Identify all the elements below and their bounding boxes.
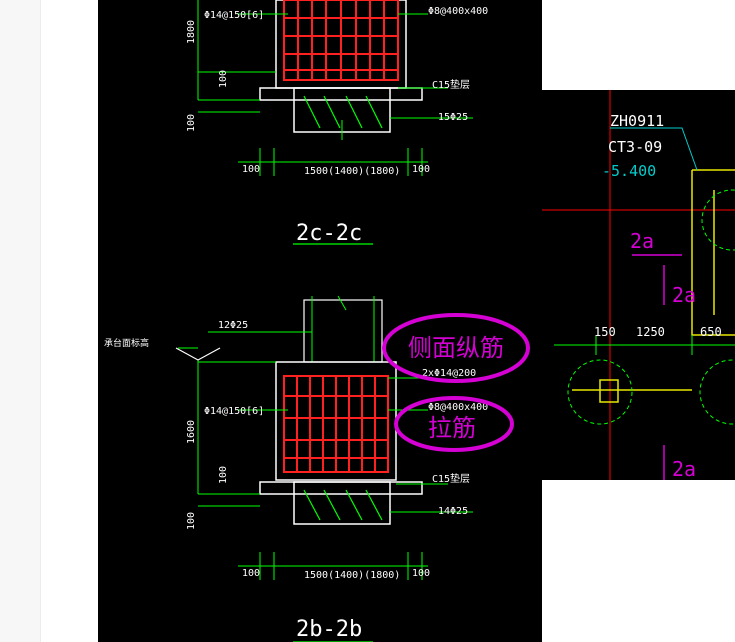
dim-1250: 1250: [636, 325, 665, 339]
tie-label-2b: Φ8@400x400: [428, 402, 488, 413]
foundation-hatch: [303, 95, 383, 129]
dim-lines-2b: [178, 331, 473, 580]
zh-code: ZH0911: [610, 112, 664, 130]
dim-left-2c: 100: [242, 164, 260, 175]
bottom-bars-2c: 15Φ25: [438, 112, 468, 123]
width-label-2c: 1500(1400)(1800): [304, 166, 400, 177]
annotation-side-rebar: 侧面纵筋: [382, 313, 530, 383]
section-title-2c: 2c-2c: [296, 221, 362, 246]
section-label-2a-vertical: 2a: [672, 283, 696, 307]
section-title-2b: 2b-2b: [296, 617, 362, 642]
dim-lines-2c: [197, 0, 473, 176]
pile-cap-outline: [572, 169, 735, 403]
section-markers: [632, 254, 682, 480]
dim-650: 650: [700, 325, 722, 339]
annotation-tie-bar: 拉筋: [394, 396, 514, 452]
dim-100b-2b: 100: [186, 512, 197, 530]
annotation-tie-bar-text: 拉筋: [428, 414, 476, 442]
dim-100b-2c: 100: [186, 114, 197, 132]
rebar-cage: [283, 0, 399, 81]
page-margin: [0, 0, 41, 642]
section-label-2a-top: 2a: [630, 229, 654, 253]
dim-100a-2c: 100: [218, 70, 229, 88]
stirrup-label-2c: Φ14@150[6]: [204, 10, 264, 21]
cushion-label-2b: C15垫层: [432, 472, 470, 485]
dim-150: 150: [594, 325, 616, 339]
column-stub: [303, 299, 383, 363]
pile-circles: [567, 189, 735, 425]
dim-height-2b: 1600: [186, 420, 197, 444]
annotation-ellipse: [382, 313, 530, 383]
dim-right-2b: 100: [412, 568, 430, 579]
dim-100a-2b: 100: [218, 466, 229, 484]
cad-drawing-left: Φ14@150[6] Φ8@400x400 1800 100 100 C15垫层…: [98, 0, 542, 642]
ct-code: CT3-09: [608, 138, 662, 156]
axis-lines: [542, 90, 735, 480]
stirrup-label-2b: Φ14@150[6]: [204, 406, 264, 417]
column-stub-rebar: [311, 295, 375, 362]
foundation-block-2b: [293, 481, 391, 525]
dim-right-2c: 100: [412, 164, 430, 175]
cad-drawing-right: ZH0911 CT3-09 -5.400 2a 2a 150 1250 650 …: [542, 90, 735, 480]
foundation-hatch-2b: [303, 489, 383, 521]
top-bars-2b: 12Φ25: [218, 320, 248, 331]
cushion-label-2c: C15垫层: [432, 78, 470, 91]
annotation-ellipse: [394, 396, 514, 452]
tie-label-2c: Φ8@400x400: [428, 6, 488, 17]
section-2b-2b: 12Φ25 承台面标高 2xΦ14@200 Φ8@400x400 Φ14@150…: [104, 295, 488, 642]
rebar-cage-2b: [283, 375, 389, 473]
side-bars-label: 2xΦ14@200: [422, 368, 476, 379]
dim-height-2c: 1800: [186, 20, 197, 44]
cad-canvas-left: Φ14@150[6] Φ8@400x400 1800 100 100 C15垫层…: [104, 0, 530, 642]
base-slab: [259, 87, 423, 101]
ground-label: 承台面标高: [104, 337, 149, 349]
bottom-bars-2b: 14Φ25: [438, 506, 468, 517]
leader-line: [610, 127, 698, 171]
width-label-2b: 1500(1400)(1800): [304, 570, 400, 581]
annotation-side-rebar-text: 侧面纵筋: [408, 334, 504, 362]
dim-left-2b: 100: [242, 568, 260, 579]
cad-canvas-right: ZH0911 CT3-09 -5.400 2a 2a 150 1250 650 …: [542, 90, 735, 480]
elevation-label: -5.400: [602, 162, 656, 180]
plan-dim-line: [554, 335, 735, 355]
section-label-2a-bottom: 2a: [672, 457, 696, 480]
ground-level-marker: [175, 347, 221, 361]
section-2c-2c: Φ14@150[6] Φ8@400x400 1800 100 100 C15垫层…: [186, 0, 488, 246]
